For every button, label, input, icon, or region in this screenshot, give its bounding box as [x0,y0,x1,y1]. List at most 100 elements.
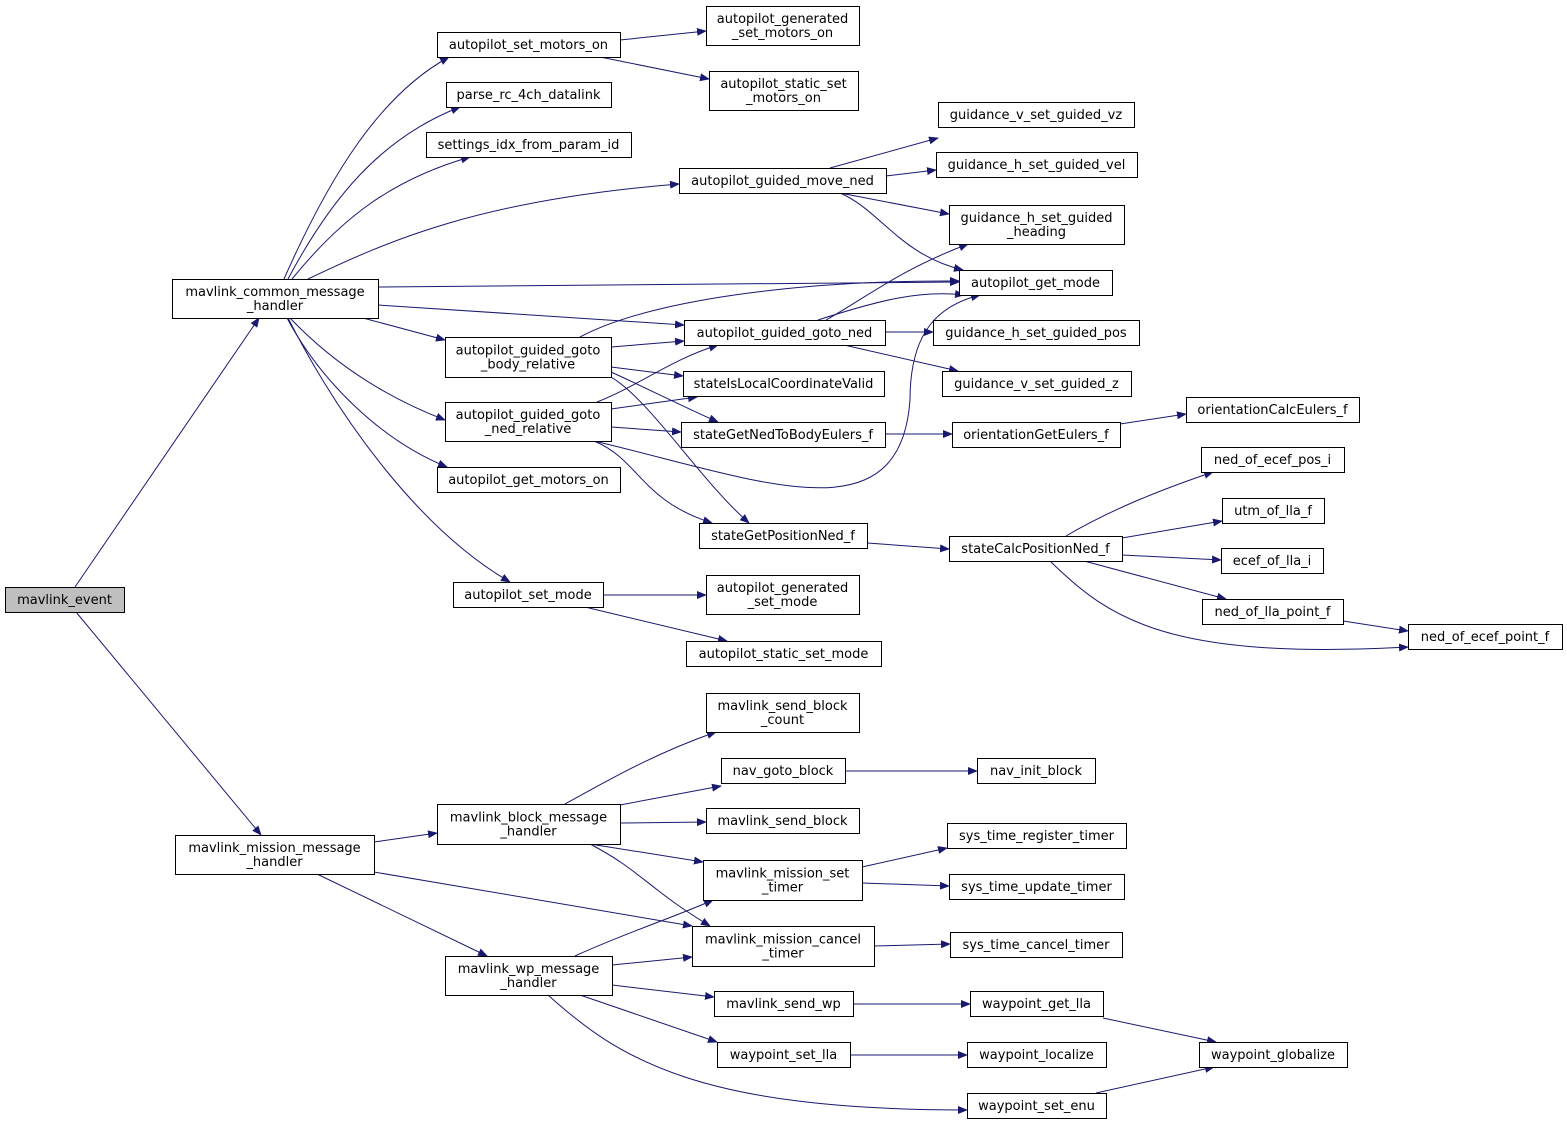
node-waypoint_globalize[interactable]: waypoint_globalize [1199,1042,1348,1068]
node-box [947,823,1127,849]
node-label: stateGetPositionNed_f [711,529,855,544]
node-utm_of_lla_f[interactable]: utm_of_lla_f [1222,498,1325,524]
node-ecef_of_lla_i[interactable]: ecef_of_lla_i [1221,548,1324,574]
node-autopilot_set_motors_on[interactable]: autopilot_set_motors_on [437,32,621,58]
node-label: settings_idx_from_param_id [438,138,620,153]
edge-mavlink_mission_set_timer-to-sys_time_update_timer [861,881,950,890]
node-autopilot_static_set_motors_on[interactable]: autopilot_static_set_motors_on [709,71,859,111]
node-stateIsLocalCoordinateValid[interactable]: stateIsLocalCoordinateValid [683,371,885,397]
node-box [683,371,885,397]
node-mavlink_wp_message_handler[interactable]: mavlink_wp_message_handler [445,956,613,996]
node-label: waypoint_localize [979,1048,1094,1063]
node-label: mavlink_mission_set [716,867,850,882]
node-sys_time_update_timer[interactable]: sys_time_update_timer [949,874,1125,900]
node-box [172,279,379,319]
edge-autopilot_guided_move_ned-to-guidance_v_set_guided_vz [829,136,939,169]
node-guidance_h_set_guided_pos[interactable]: guidance_h_set_guided_pos [933,320,1140,346]
node-autopilot_guided_goto_body_relative[interactable]: autopilot_guided_goto_body_relative [445,337,612,378]
node-autopilot_get_mode[interactable]: autopilot_get_mode [959,270,1113,296]
node-label: guidance_h_set_guided [961,211,1113,226]
node-stateGetNedToBodyEulers_f[interactable]: stateGetNedToBodyEulers_f [681,422,886,448]
node-autopilot_get_motors_on[interactable]: autopilot_get_motors_on [437,467,621,493]
node-parse_rc_4ch_datalink[interactable]: parse_rc_4ch_datalink [446,82,612,108]
node-mavlink_common_message_handler[interactable]: mavlink_common_message_handler [172,279,379,319]
edge-waypoint_get_lla-to-waypoint_globalize [1102,1017,1217,1045]
node-box [950,932,1123,958]
node-label: _set_motors_on [731,26,833,41]
node-mavlink_send_wp[interactable]: mavlink_send_wp [714,991,854,1017]
node-label: autopilot_get_motors_on [448,473,609,488]
node-autopilot_generated_set_mode[interactable]: autopilot_generated_set_mode [706,575,860,615]
node-label: mavlink_mission_cancel [705,933,861,948]
node-box [959,270,1113,296]
node-waypoint_set_lla[interactable]: waypoint_set_lla [717,1042,851,1068]
node-box [949,205,1125,245]
node-box [714,991,854,1017]
node-label: _ned_relative [484,422,572,437]
node-settings_idx_from_param_id[interactable]: settings_idx_from_param_id [426,132,632,158]
node-mavlink_mission_cancel_timer[interactable]: mavlink_mission_cancel_timer [692,926,875,967]
node-sys_time_cancel_timer[interactable]: sys_time_cancel_timer [950,932,1123,958]
edge-mavlink_common_message_handler-to-autopilot_set_motors_on [283,56,450,280]
node-autopilot_guided_goto_ned[interactable]: autopilot_guided_goto_ned [684,320,886,346]
node-ned_of_ecef_point_f[interactable]: ned_of_ecef_point_f [1408,624,1563,650]
node-box [967,1093,1107,1119]
node-label: autopilot_static_set_mode [699,647,869,662]
node-label: _handler [499,976,557,991]
node-autopilot_set_mode[interactable]: autopilot_set_mode [453,582,604,608]
node-mavlink_event[interactable]: mavlink_event [5,587,125,613]
node-autopilot_generated_set_motors_on[interactable]: autopilot_generated_set_motors_on [706,6,860,46]
node-mavlink_mission_message_handler[interactable]: mavlink_mission_message_handler [175,835,375,875]
edge-mavlink_mission_set_timer-to-sys_time_register_timer [861,846,948,868]
node-waypoint_set_enu[interactable]: waypoint_set_enu [967,1093,1107,1119]
node-label: _handler [246,299,304,314]
node-nav_init_block[interactable]: nav_init_block [977,758,1096,784]
node-sys_time_register_timer[interactable]: sys_time_register_timer [947,823,1127,849]
node-box [706,575,860,615]
node-stateGetPositionNed_f[interactable]: stateGetPositionNed_f [699,523,868,549]
node-autopilot_guided_goto_ned_relative[interactable]: autopilot_guided_goto_ned_relative [445,402,612,442]
node-orientationCalcEulers_f[interactable]: orientationCalcEulers_f [1186,397,1360,423]
node-waypoint_localize[interactable]: waypoint_localize [967,1042,1107,1068]
call-edges [74,27,1409,1114]
node-label: autopilot_guided_goto [456,344,601,359]
node-box [706,808,860,834]
node-box [938,102,1135,128]
node-stateCalcPositionNed_f[interactable]: stateCalcPositionNed_f [949,536,1123,562]
node-mavlink_send_block_count[interactable]: mavlink_send_block_count [706,693,860,733]
node-box [679,168,887,194]
edge-stateCalcPositionNed_f-to-ned_of_ecef_pos_i [1065,471,1214,537]
node-label: orientationCalcEulers_f [1197,403,1348,418]
node-nav_goto_block[interactable]: nav_goto_block [721,758,846,784]
node-guidance_h_set_guided_vel[interactable]: guidance_h_set_guided_vel [936,152,1138,178]
node-label: mavlink_send_wp [726,997,840,1012]
node-orientationGetEulers_f[interactable]: orientationGetEulers_f [952,422,1121,448]
node-autopilot_static_set_mode[interactable]: autopilot_static_set_mode [686,641,882,667]
node-mavlink_block_message_handler[interactable]: mavlink_block_message_handler [437,804,621,845]
node-label: utm_of_lla_f [1234,504,1312,519]
node-box [445,337,612,378]
edge-stateCalcPositionNed_f-to-ned_of_lla_point_f [1083,560,1227,601]
node-label: stateGetNedToBodyEulers_f [693,428,873,443]
node-waypoint_get_lla[interactable]: waypoint_get_lla [970,991,1104,1017]
node-box [437,32,621,58]
node-label: nav_goto_block [733,764,834,779]
edge-autopilot_set_motors_on-to-autopilot_generated_set_motors_on [619,27,707,41]
node-mavlink_send_block[interactable]: mavlink_send_block [706,808,860,834]
node-ned_of_ecef_pos_i[interactable]: ned_of_ecef_pos_i [1201,447,1345,473]
node-box [453,582,604,608]
node-label: nav_init_block [990,764,1082,779]
node-autopilot_guided_move_ned[interactable]: autopilot_guided_move_ned [679,168,887,194]
node-label: mavlink_wp_message [458,962,600,977]
node-ned_of_lla_point_f[interactable]: ned_of_lla_point_f [1202,599,1344,625]
node-guidance_v_set_guided_z[interactable]: guidance_v_set_guided_z [942,371,1132,397]
edge-autopilot_guided_goto_ned_relative-to-autopilot_guided_goto_ned [596,343,719,403]
edge-stateCalcPositionNed_f-to-ned_of_ecef_point_f [1049,560,1409,652]
node-guidance_h_set_guided_heading[interactable]: guidance_h_set_guided_heading [949,205,1125,245]
node-box [977,758,1096,784]
node-label: waypoint_set_lla [730,1048,838,1063]
node-label: mavlink_send_block [717,814,848,829]
node-guidance_v_set_guided_vz[interactable]: guidance_v_set_guided_vz [938,102,1135,128]
edge-autopilot_guided_move_ned-to-guidance_h_set_guided_vel [885,167,937,177]
node-mavlink_mission_set_timer[interactable]: mavlink_mission_set_timer [703,860,863,901]
